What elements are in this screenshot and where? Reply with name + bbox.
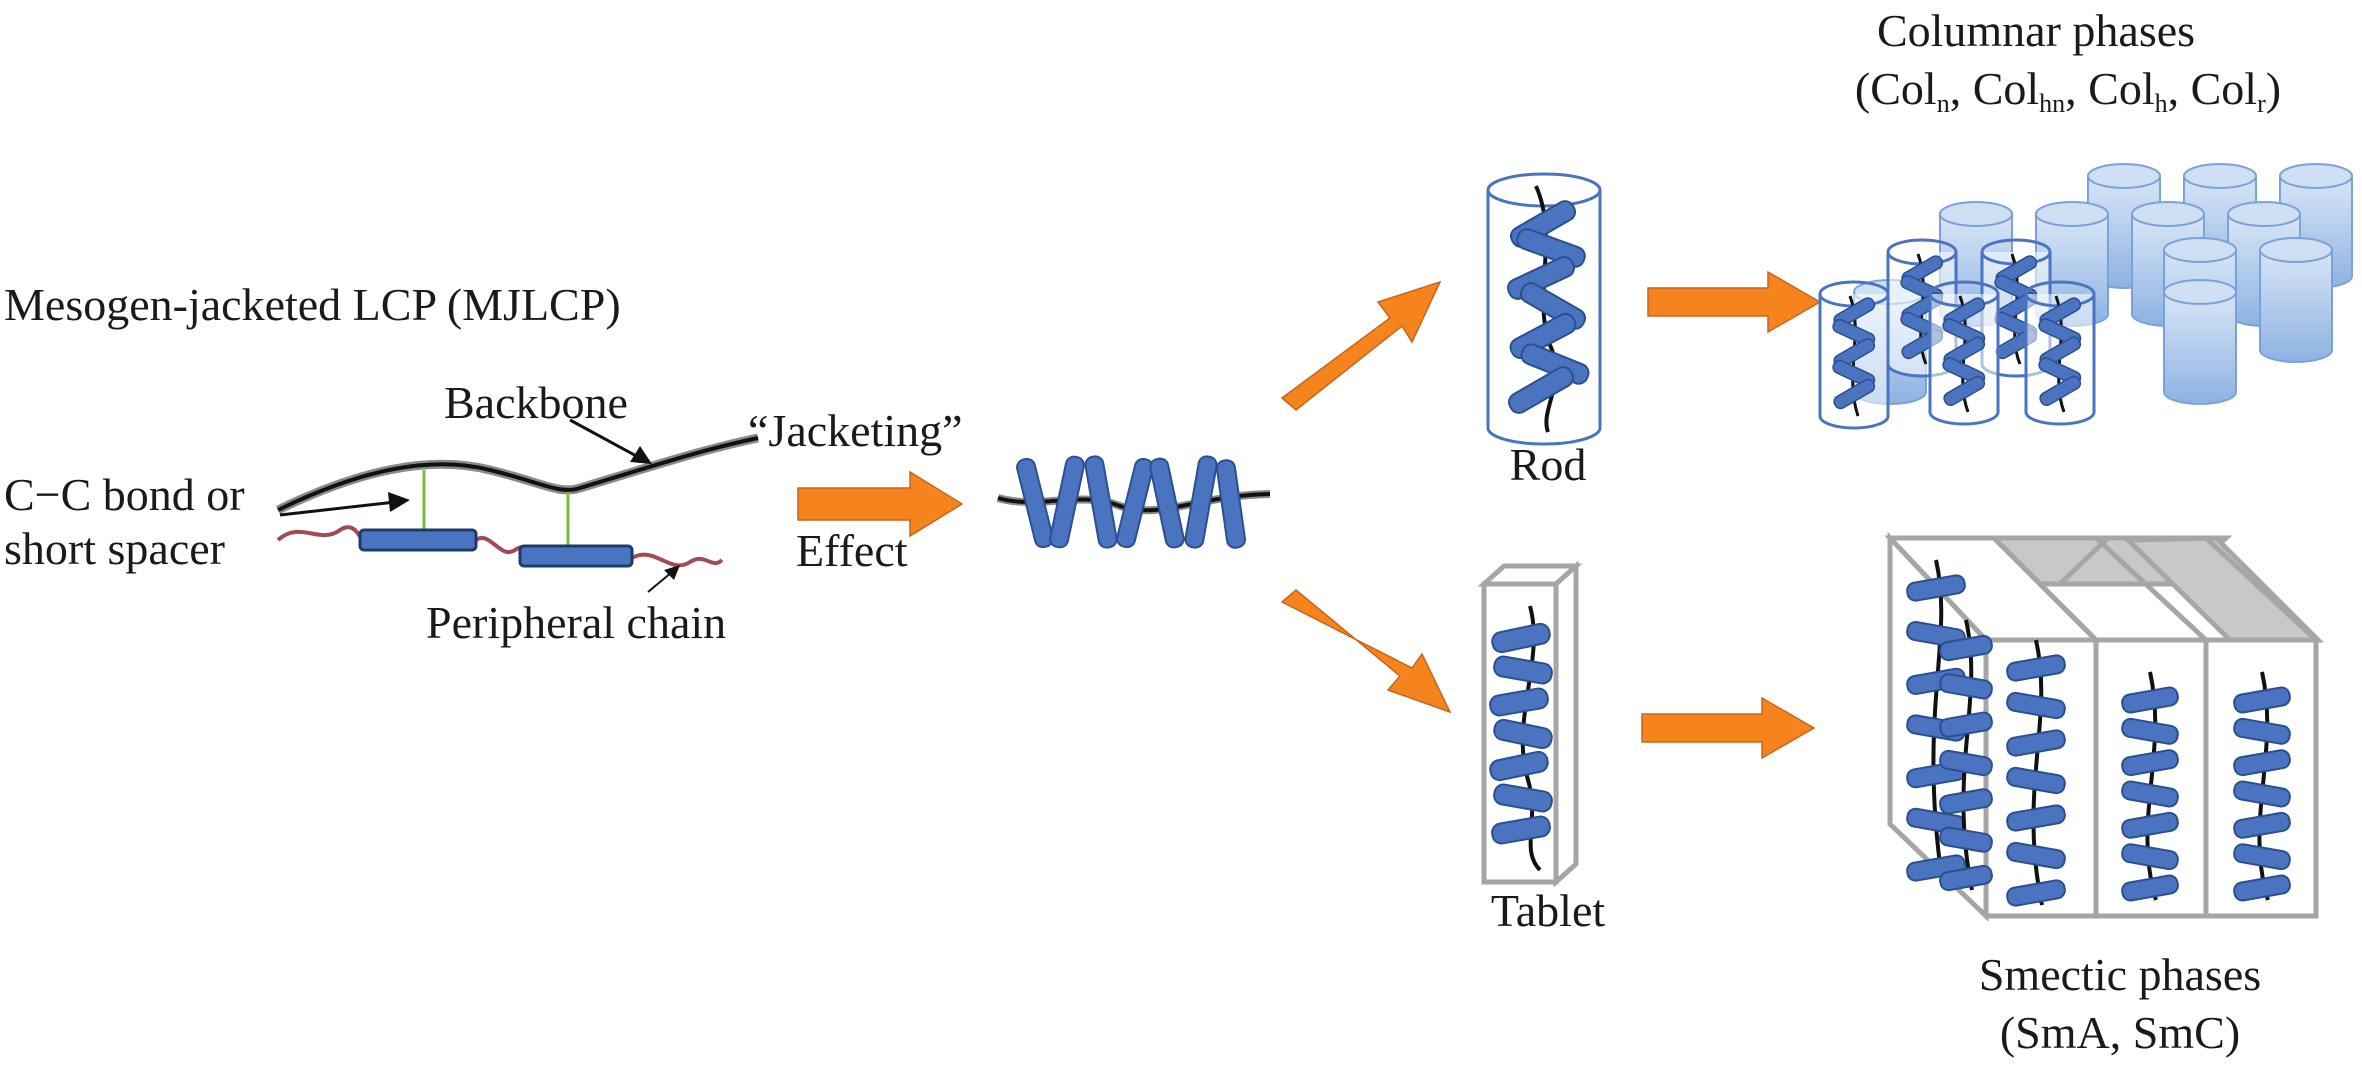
backbone-curve [276,433,759,515]
lattice-cylinder [1928,280,2000,426]
chain-pointer [647,571,673,593]
cc-bond-label-line2: short spacer [4,523,225,574]
lattice-cylinder [2024,280,2096,426]
rod-label: Rod [1509,439,1587,490]
smectic-layer-mesogens [2121,671,2179,902]
effect-label: Effect [796,525,908,576]
smectic-layers [1884,531,2325,922]
smectic-title: Smectic phases [1978,949,2262,1000]
lattice-cylinder [2259,237,2333,363]
mjlcp-schematic [276,418,759,593]
spacer-pointer [279,500,396,517]
jacketing-arrow [797,470,964,538]
backbone-label: Backbone [444,377,628,428]
mesogen-2 [518,544,634,568]
columnar-lattice [1818,163,2353,430]
arrow-to-tablet [1280,589,1452,714]
rod-cylinder [1486,172,1602,446]
peripheral-chain-1 [276,525,364,542]
smectic-layer-mesogens [2006,639,2066,907]
backbone-pointer [569,418,641,460]
mesogen-1 [358,528,478,552]
mjlcp-title: Mesogen-jacketed LCP (MJLCP) [4,279,621,330]
smectic-layer-mesogens [2233,671,2291,902]
peripheral-chain-3 [631,552,724,568]
smectic-layer-mesogens [1939,619,1993,892]
tablet-label: Tablet [1490,885,1606,936]
smectic-subtitle: (SmA, SmC) [1999,1007,2241,1058]
lattice-cylinder [1818,280,1890,430]
arrow-to-columnar [1647,270,1822,334]
tablet-box [1477,560,1583,888]
columnar-title: Columnar phases [1876,5,2196,56]
arrow-to-rod [1280,280,1442,411]
lattice-cylinder [2163,279,2237,405]
jacketing-label: “Jacketing” [748,405,963,456]
arrow-to-smectic [1641,696,1816,760]
jacketed-chain [996,455,1271,549]
cc-bond-label-line1: C−C bond or [4,469,245,520]
peripheral-chain-label: Peripheral chain [426,597,727,648]
columnar-subtitle: (Coln, Colhn, Colh, Colr) [1854,63,2282,118]
